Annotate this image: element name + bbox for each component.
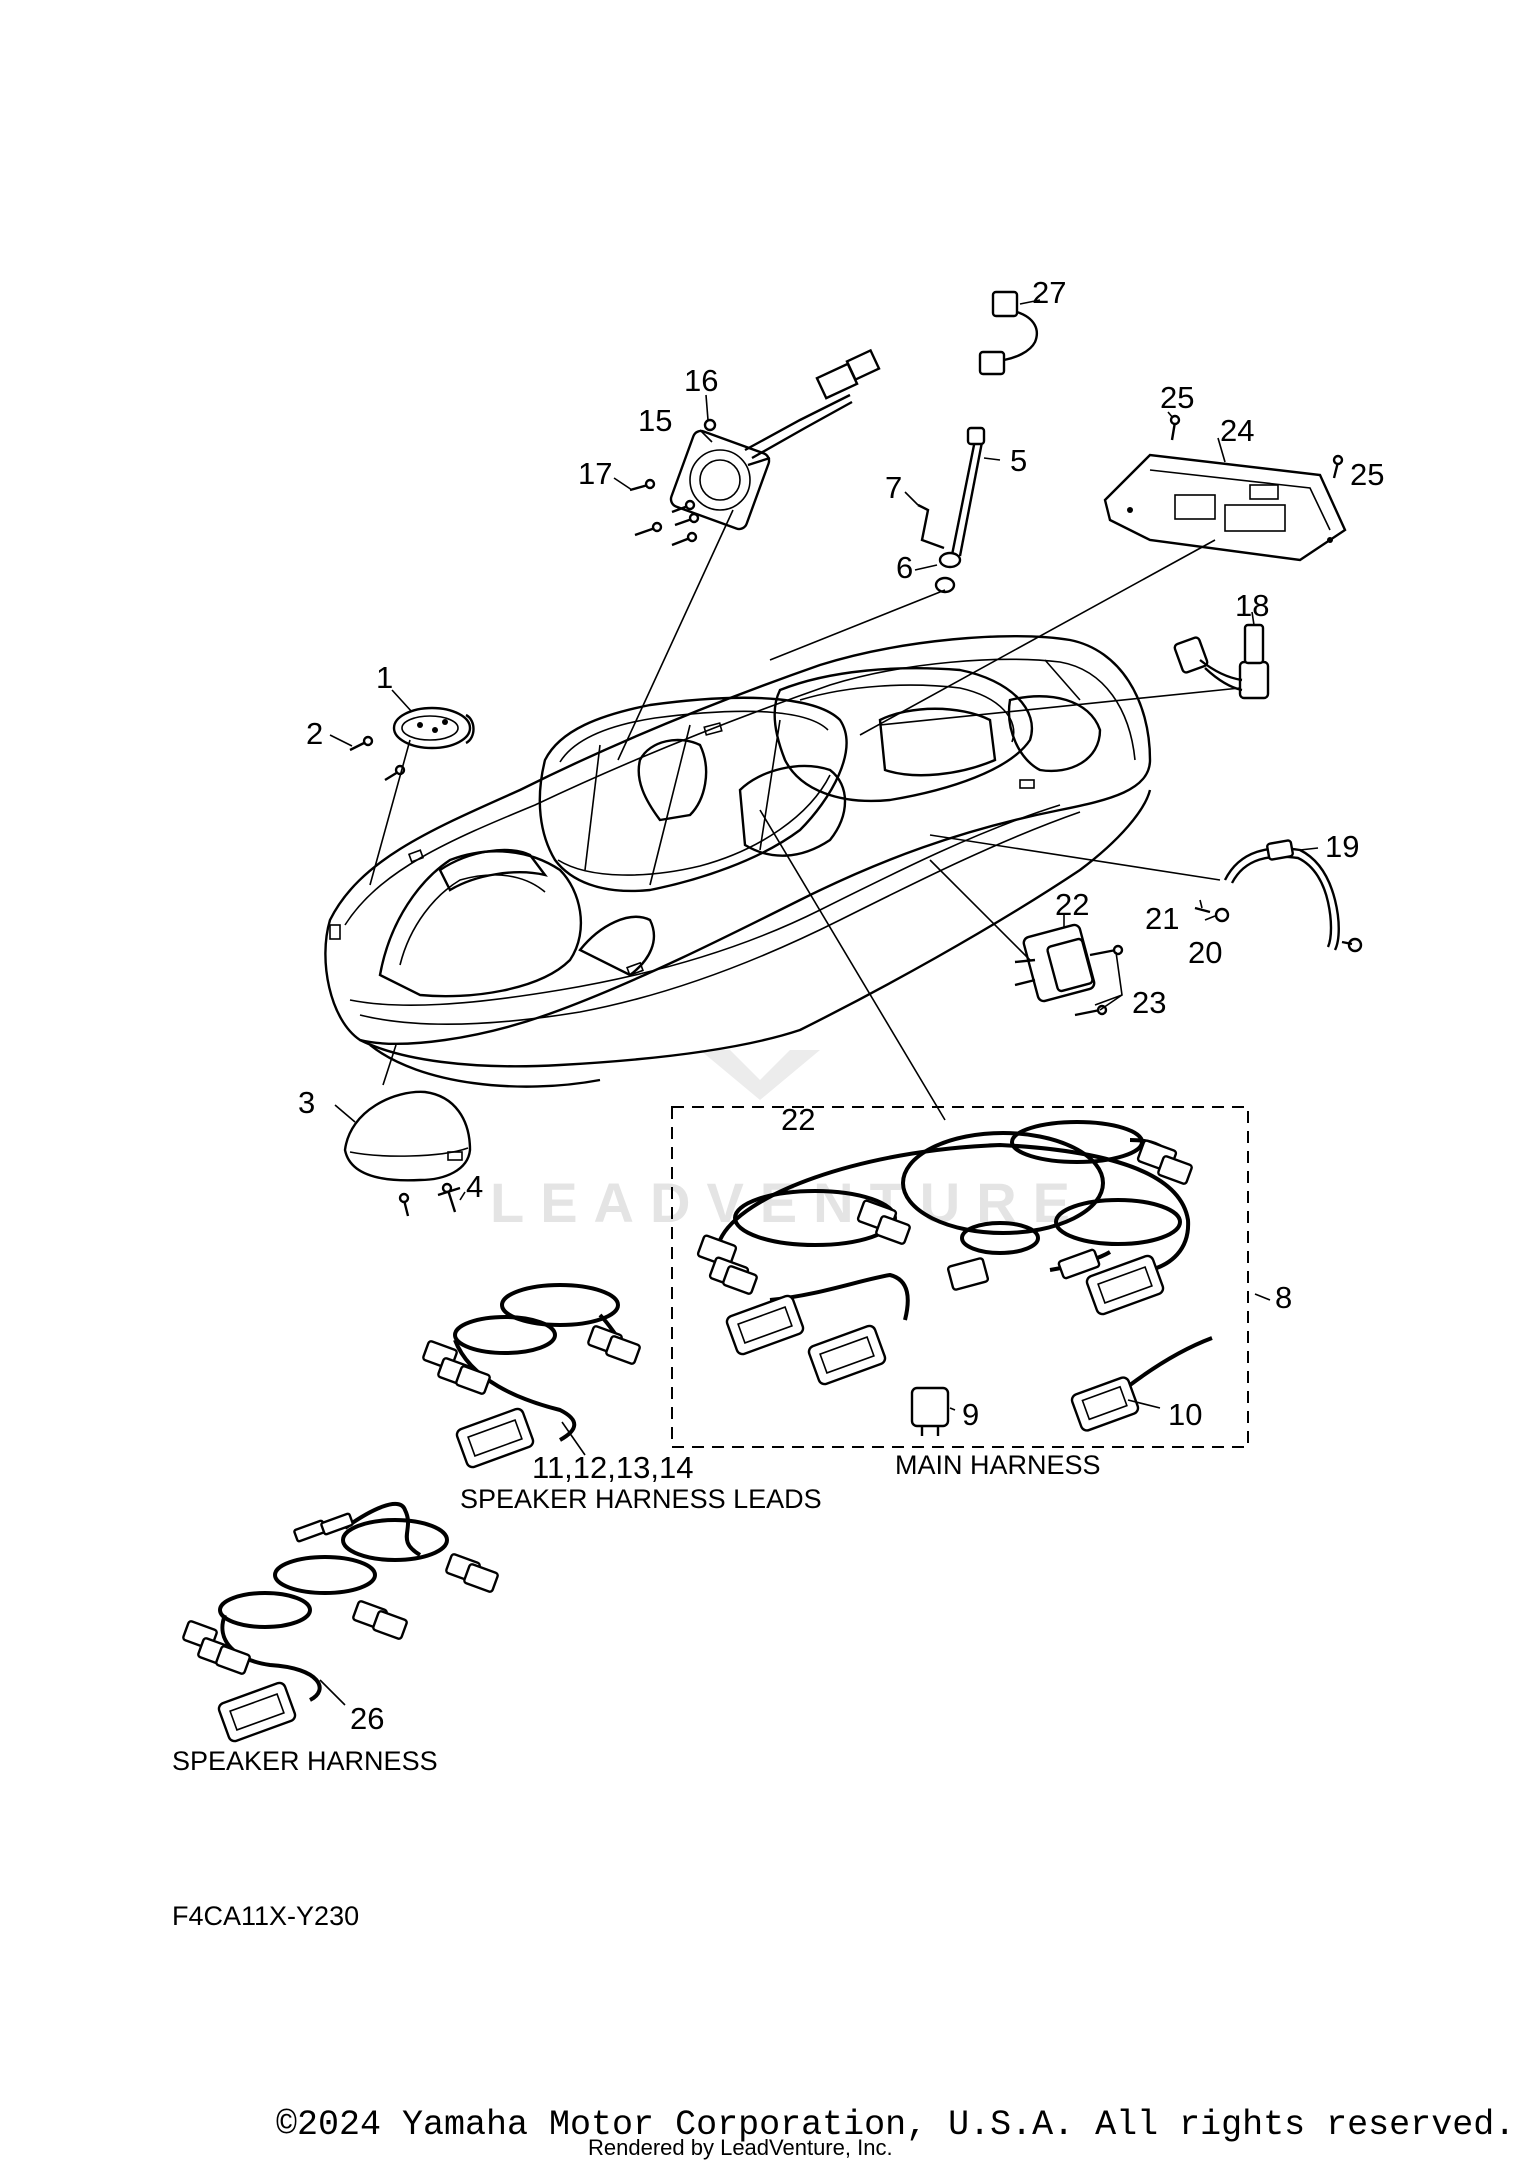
callout-9: 9 <box>962 1397 979 1432</box>
part-20-nut <box>1214 907 1230 923</box>
caption-main-harness: MAIN HARNESS <box>895 1450 1101 1480</box>
callout-20: 20 <box>1188 935 1222 970</box>
callout-27: 27 <box>1032 275 1066 310</box>
callout-6: 6 <box>896 550 913 585</box>
copyright-notice: ©2024 Yamaha Motor Corporation, U.S.A. A… <box>276 2105 1515 2145</box>
part-6-grommet <box>934 551 962 594</box>
callout-19: 19 <box>1325 829 1359 864</box>
callout-22-switch: 22 <box>1055 887 1089 922</box>
callout-17: 17 <box>578 456 612 491</box>
part-10-connector <box>1070 1336 1213 1432</box>
speaker-harness-leads-group <box>422 1283 641 1469</box>
callout-10: 10 <box>1168 1397 1202 1432</box>
callout-24: 24 <box>1220 413 1254 448</box>
callout-4: 4 <box>466 1169 483 1204</box>
callout-5: 5 <box>1010 443 1027 478</box>
callout-25-right: 25 <box>1350 457 1384 492</box>
watermark: LEADVENTURE <box>490 1050 1086 1234</box>
part-9-relay <box>910 1386 950 1436</box>
callouts: 1 2 3 4 5 6 7 8 9 10 15 16 17 18 19 20 2… <box>298 275 1384 1736</box>
callout-16: 16 <box>684 363 718 398</box>
part-5-rod <box>950 426 986 557</box>
speaker-harness-group <box>182 1502 499 1743</box>
part-21-bolt <box>1194 906 1211 914</box>
callout-26: 26 <box>350 1701 384 1736</box>
caption-speaker-harness-leads: SPEAKER HARNESS LEADS <box>460 1484 822 1514</box>
part-18-sensor <box>1173 623 1270 700</box>
part-4-screw <box>398 1182 461 1217</box>
part-16-17-fasteners <box>629 418 717 547</box>
caption-speaker-harness: SPEAKER HARNESS <box>172 1746 438 1776</box>
part-19-bracket <box>1223 839 1363 953</box>
callout-7: 7 <box>885 470 902 505</box>
callout-18: 18 <box>1235 588 1269 623</box>
rendered-by-notice: Rendered by LeadVenture, Inc. <box>588 2135 893 2160</box>
callout-23: 23 <box>1132 985 1166 1020</box>
callout-22-harness: 22 <box>781 1102 815 1137</box>
callout-25-left: 25 <box>1160 380 1194 415</box>
callout-2: 2 <box>306 716 323 751</box>
part-27-connector <box>978 290 1039 376</box>
part-3-cover <box>343 1090 472 1182</box>
part-22-switch <box>1014 923 1096 1003</box>
callout-15: 15 <box>638 403 672 438</box>
callout-21: 21 <box>1145 901 1179 936</box>
callout-11-14: 11,12,13,14 <box>532 1450 693 1485</box>
watermark-text: LEADVENTURE <box>490 1171 1086 1234</box>
callout-1: 1 <box>376 660 393 695</box>
part-24-control-module <box>1103 453 1347 562</box>
part-1-speaker <box>392 706 475 750</box>
callout-8: 8 <box>1275 1280 1292 1315</box>
callout-3: 3 <box>298 1085 315 1120</box>
boat-hull <box>324 634 1152 1088</box>
part-15-housing <box>669 348 881 531</box>
part-2-screw <box>349 735 406 782</box>
leader-lines <box>319 299 1319 1706</box>
main-harness-group <box>671 1106 1249 1448</box>
diagram-code: F4CA11X-Y230 <box>172 1901 359 1931</box>
part-7-clip <box>917 503 945 550</box>
captions: MAIN HARNESS SPEAKER HARNESS LEADS SPEAK… <box>172 1450 1101 1931</box>
